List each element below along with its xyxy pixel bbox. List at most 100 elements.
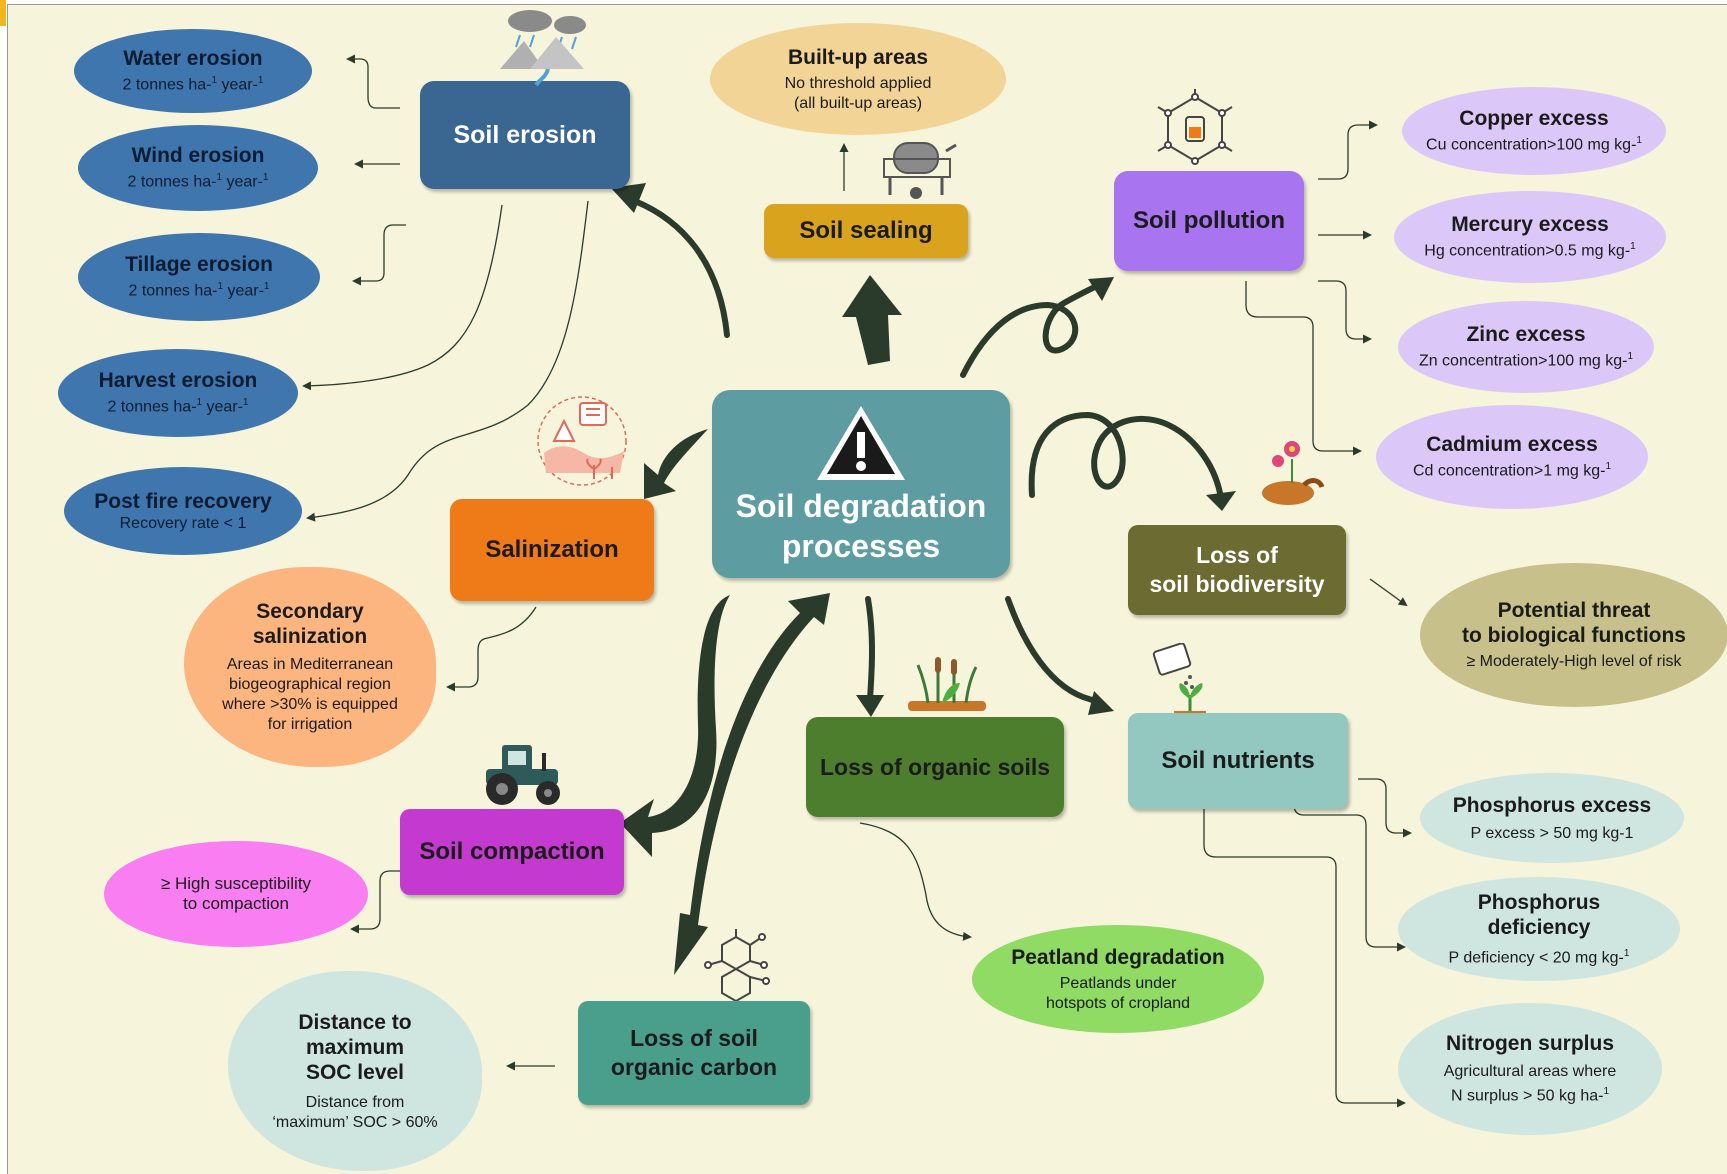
- secondary-salinization-node: Secondary salinization Areas in Mediterr…: [184, 567, 436, 767]
- copper-excess-title: Copper excess: [1459, 107, 1609, 131]
- connector-compaction-item: [350, 870, 406, 934]
- tillage-erosion-title: Tillage erosion: [125, 253, 273, 277]
- connector-potential-threat: [1369, 578, 1408, 607]
- salinized-field-icon: [537, 396, 627, 486]
- cadmium-excess-threshold: Cd concentration>1 mg kg-1: [1412, 461, 1612, 480]
- connector-layer: [302, 54, 1412, 1108]
- cadmium-excess-title: Cadmium excess: [1426, 433, 1598, 457]
- wind-erosion-title: Wind erosion: [131, 144, 265, 168]
- built-up-areas-node: Built-up areas No threshold applied (all…: [710, 23, 1006, 135]
- rain-mountain-icon: [500, 10, 586, 87]
- built-up-areas-line2: (all built-up areas): [793, 94, 923, 112]
- chemical-molecule-icon: [1157, 89, 1233, 165]
- zinc-excess-node: Zinc excess Zn concentration>100 mg kg-1: [1398, 301, 1654, 393]
- secondary-salinization-line4: for irrigation: [267, 716, 353, 733]
- secondary-salinization-title2: salinization: [252, 625, 368, 648]
- soil-nutrients-label: Soil nutrients: [1161, 747, 1315, 774]
- center-title-line2: processes: [781, 528, 941, 564]
- arrow-to-sealing: [842, 275, 902, 365]
- arrow-to-salinization: [644, 429, 708, 499]
- salinization-label: Salinization: [485, 536, 619, 563]
- soil-compaction-box: Soil compaction: [400, 809, 624, 895]
- diagram-canvas: Soil degradation processes Soil erosion …: [7, 4, 1727, 1174]
- mercury-excess-node: Mercury excess Hg concentration>0.5 mg k…: [1394, 191, 1666, 283]
- soc-label-line2: organic carbon: [610, 1054, 778, 1080]
- soil-sealing-box: Soil sealing: [764, 204, 968, 258]
- peatland-degradation-line1: Peatlands under: [1059, 974, 1177, 992]
- compaction-susceptibility-line2: to compaction: [183, 894, 289, 913]
- connector-peatland: [859, 822, 972, 941]
- post-fire-recovery-node: Post fire recovery Recovery rate < 1: [64, 467, 302, 555]
- wetland-reeds-icon: [908, 657, 986, 711]
- connector-p-deficiency: [1293, 777, 1406, 952]
- wind-erosion-threshold: 2 tonnes ha-1 year-1: [127, 172, 269, 191]
- mercury-excess-title: Mercury excess: [1451, 213, 1609, 237]
- soil-compaction-label: Soil compaction: [419, 838, 605, 865]
- secondary-salinization-line3: where >30% is equipped: [222, 696, 398, 713]
- biodiversity-label-line2: soil biodiversity: [1149, 571, 1325, 597]
- peatland-degradation-node: Peatland degradation Peatlands under hot…: [972, 925, 1264, 1033]
- arrow-to-nutrients: [1005, 596, 1101, 704]
- secondary-salinization-line2: biogeographical region: [229, 676, 391, 693]
- connector-copper: [1318, 120, 1378, 180]
- connector-tillage-erosion: [352, 224, 406, 286]
- connector-p-excess: [1358, 778, 1412, 838]
- harvest-erosion-threshold: 2 tonnes ha-1 year-1: [107, 397, 249, 416]
- biodiversity-label-line1: Loss of: [1196, 542, 1278, 568]
- soil-biodiversity-box: Loss of soil biodiversity: [1128, 525, 1346, 615]
- carbon-molecule-icon: [704, 929, 770, 1001]
- tillage-erosion-threshold: 2 tonnes ha-1 year-1: [128, 281, 270, 300]
- soil-pollution-box: Soil pollution: [1114, 171, 1304, 271]
- potential-threat-line2: to biological functions: [1462, 624, 1686, 647]
- phosphorus-deficiency-threshold: P deficiency < 20 mg kg-1: [1448, 947, 1630, 967]
- potential-threat-node: Potential threat to biological functions…: [1420, 563, 1727, 707]
- center-title-line1: Soil degradation: [735, 488, 987, 524]
- arrowhead-nutrients: [1088, 691, 1114, 715]
- wind-erosion-node: Wind erosion 2 tonnes ha-1 year-1: [78, 125, 318, 211]
- arrow-to-pollution: [960, 278, 1111, 378]
- center-node: Soil degradation processes: [712, 390, 1010, 578]
- cement-mixer-icon: [883, 142, 957, 199]
- phosphorus-excess-node: Phosphorus excess P excess > 50 mg kg-1: [1420, 773, 1684, 863]
- phosphorus-deficiency-title2: deficiency: [1487, 915, 1591, 939]
- tractor-icon: [486, 745, 560, 805]
- potential-threat-threshold: ≥ Moderately-High level of risk: [1466, 653, 1682, 670]
- arrow-to-organic-soils: [865, 596, 875, 702]
- distance-max-soc-line2: ‘maximum’ SOC > 60%: [272, 1113, 438, 1131]
- soil-sealing-label: Soil sealing: [799, 217, 933, 244]
- zinc-excess-title: Zinc excess: [1466, 323, 1586, 347]
- arrow-to-soc: [674, 593, 830, 975]
- nitrogen-surplus-title: Nitrogen surplus: [1445, 1032, 1614, 1056]
- soc-label-line1: Loss of soil: [630, 1025, 758, 1051]
- peatland-degradation-title: Peatland degradation: [1011, 945, 1225, 969]
- soil-erosion-label: Soil erosion: [453, 120, 597, 149]
- arrowhead-erosion: [611, 183, 646, 213]
- water-erosion-title: Water erosion: [123, 47, 263, 71]
- cadmium-excess-node: Cadmium excess Cd concentration>1 mg kg-…: [1376, 405, 1648, 509]
- built-up-areas-title: Built-up areas: [787, 45, 929, 69]
- soil-erosion-box: Soil erosion: [420, 81, 630, 189]
- arrowhead-pollution: [1088, 277, 1114, 301]
- connector-harvest-erosion: [302, 204, 503, 391]
- secondary-salinization-line1: Areas in Mediterranean: [226, 656, 394, 673]
- post-fire-recovery-threshold: Recovery rate < 1: [119, 514, 247, 532]
- secondary-salinization-title1: Secondary: [256, 600, 364, 623]
- distance-max-soc-title2: maximum: [305, 1035, 405, 1059]
- loss-soil-organic-carbon-box: Loss of soil organic carbon: [578, 1001, 810, 1105]
- tillage-erosion-node: Tillage erosion 2 tonnes ha-1 year-1: [78, 233, 320, 321]
- arrow-to-compaction: [620, 595, 730, 857]
- arrow-to-erosion: [621, 194, 730, 338]
- compaction-susceptibility-line1: ≥ High susceptibility: [160, 874, 312, 893]
- warning-icon: [817, 406, 905, 480]
- loss-organic-soils-box: Loss of organic soils: [806, 717, 1064, 817]
- soil-nutrients-box: Soil nutrients: [1128, 713, 1348, 809]
- post-fire-recovery-title: Post fire recovery: [94, 489, 272, 513]
- soil-pollution-label: Soil pollution: [1133, 207, 1285, 234]
- distance-max-soc-title3: SOC level: [305, 1060, 405, 1084]
- connector-post-fire: [306, 200, 589, 522]
- water-erosion-threshold: 2 tonnes ha-1 year-1: [122, 75, 264, 94]
- connector-cadmium: [1245, 281, 1362, 456]
- phosphorus-excess-threshold: P excess > 50 mg kg-1: [1470, 824, 1634, 842]
- loss-organic-soils-label: Loss of organic soils: [819, 753, 1051, 780]
